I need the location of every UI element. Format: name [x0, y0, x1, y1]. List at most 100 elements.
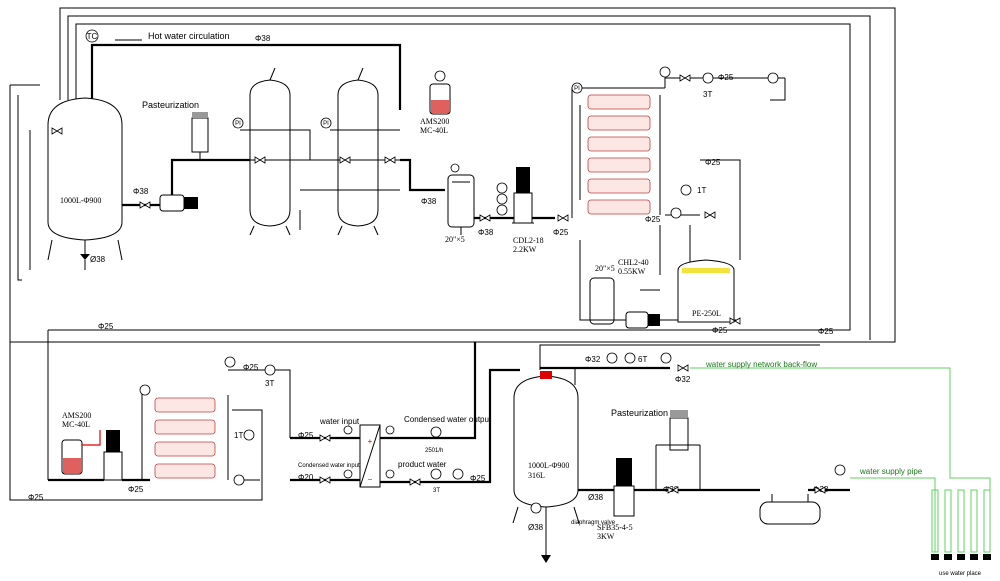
dim-drain-tank: Ø38	[90, 255, 106, 264]
pump-chl	[625, 311, 660, 329]
hs-gauge-cdl	[496, 182, 508, 194]
use-place-label: use water place	[939, 571, 982, 577]
tc-gauge-bottom	[606, 352, 618, 364]
ams-dosing-tank-bottom	[61, 430, 101, 475]
pump-cdl	[512, 167, 534, 224]
ro2-frame	[22, 369, 291, 501]
pi-gauge-ro1b	[670, 207, 682, 219]
diaphragm-valve-label: diaphragm valve	[571, 520, 616, 526]
pi-gauge-ro1	[571, 82, 583, 94]
pump-cdl-power: 2.2KW	[513, 245, 537, 254]
filter-column-2	[337, 67, 379, 236]
dim-d25-ro1: Φ25	[705, 158, 721, 167]
t3-edi: 3T	[433, 488, 440, 494]
dim-d25-ro2b: Φ25	[128, 485, 144, 494]
filter-manifold	[240, 100, 445, 230]
ams-top-model: AMS200	[420, 117, 449, 126]
water-input-label: water input	[319, 417, 360, 426]
dim-d25-edi-out: Φ25	[470, 474, 486, 483]
fi-gauge-bottom	[660, 352, 672, 364]
ro-membranes-2	[154, 397, 216, 479]
ps-gauge-cdl	[496, 204, 508, 216]
dim-d38-top: Φ38	[255, 34, 271, 43]
pi-gauge-ro2	[139, 384, 151, 396]
ls-gauge-cdl	[496, 193, 508, 205]
t6-a: 6T	[638, 355, 647, 364]
t3-ro2: 3T	[265, 379, 274, 388]
pump-ro2	[103, 430, 123, 481]
dim-d20-edi: Φ20	[298, 473, 314, 482]
pi-gauge-supply	[834, 464, 846, 476]
ro-membranes-1	[587, 94, 651, 215]
pi-label-ro1: PI	[574, 86, 580, 92]
pi-gauge-cartridge	[450, 163, 460, 173]
pasteurizer-top	[191, 112, 209, 160]
t1-ro1: 1T	[697, 186, 706, 195]
ams-bottom-model: AMS200	[62, 411, 91, 420]
dim-d25-ro2-top: Φ25	[98, 322, 114, 331]
ams-dosing-tank-top	[429, 70, 451, 115]
tank-316l-spec: 1000L-Φ900	[528, 461, 569, 470]
ps-gauge-bottom	[624, 352, 636, 364]
cartridge-filter-mid	[589, 277, 615, 325]
condensed-output-label: Condensed water output	[404, 415, 492, 424]
hs-gauge-ro2	[224, 356, 236, 368]
dim-d32-b: Φ32	[675, 375, 691, 384]
fi-gauge-ro1	[680, 184, 692, 196]
pi-gauge-ro2b	[233, 474, 245, 486]
ams-top-capacity: MC-40L	[420, 126, 448, 135]
product-water-label: product water	[398, 460, 447, 469]
tank-top-left-spec: 1000L-Φ900	[60, 196, 101, 205]
backflow-header	[539, 344, 820, 385]
valves	[51, 74, 826, 494]
dim-d38-filter: Φ38	[421, 197, 437, 206]
pe-tank	[677, 259, 735, 323]
dim-d38-diaph: Ø38	[588, 493, 604, 502]
pi-label-col2: PI	[323, 121, 329, 127]
cartridge-filter-top	[447, 174, 475, 235]
pump-top-left	[159, 194, 198, 212]
flow-gauge-edi	[430, 426, 442, 438]
pi-gauge-edi-out	[385, 425, 395, 435]
edi-module: + −	[359, 424, 381, 488]
hot-water-circulation-label: Hot water circulation	[148, 31, 230, 41]
hs-gauge-ro1	[659, 66, 671, 78]
pump-chl-model: CHL2-40	[618, 258, 649, 267]
flow-rate-label: 2501/h	[425, 448, 443, 454]
dim-d25-mid: Φ25	[712, 326, 728, 335]
pi-gauge-edi-cond	[343, 469, 353, 479]
dim-d38-pump: Φ38	[133, 187, 149, 196]
pump-cdl-model: CDL2-18	[513, 236, 544, 245]
tc-gauge-top	[85, 29, 99, 43]
fi-gauge-ro2	[243, 429, 255, 441]
svg-text:−: −	[368, 475, 373, 484]
pasteurizer-bottom	[655, 410, 701, 490]
pasteurization-bottom-label: Pasteurization	[611, 408, 668, 418]
ms-gauge-edi	[452, 468, 464, 480]
flow-gauge-ro1	[767, 72, 779, 84]
hot-water-circulation-line	[85, 29, 402, 110]
pi-gauge-tank316	[530, 502, 542, 514]
pasteurization-top-label: Pasteurization	[142, 100, 199, 110]
t1-ro2: 1T	[234, 431, 243, 440]
outer-loop-lines	[9, 7, 896, 501]
svg-text:+: +	[368, 437, 373, 446]
tank-316l-material: 316L	[528, 471, 545, 480]
pi-gauge-col2	[320, 117, 332, 129]
use-points	[931, 489, 991, 560]
filter-column-1	[249, 67, 291, 236]
tank-top-left	[47, 97, 123, 270]
pump-chl-power: 0.55KW	[618, 267, 646, 276]
ps-gauge-ro1	[702, 72, 714, 84]
dim-d32-a: Φ32	[585, 355, 601, 364]
pump-sfb-power: 3KW	[597, 532, 615, 541]
condensed-input-label: Condensed water input	[298, 463, 360, 469]
dim-d25-cdl: Φ25	[553, 228, 569, 237]
pi-gauge-edi-in	[343, 425, 353, 435]
pi-label-col1: PI	[235, 121, 241, 127]
cartridge-filter-mid-spec: 20"×5	[595, 264, 615, 273]
pump-sfb	[613, 458, 635, 517]
dim-d25-left-bottom: Φ25	[28, 493, 44, 502]
